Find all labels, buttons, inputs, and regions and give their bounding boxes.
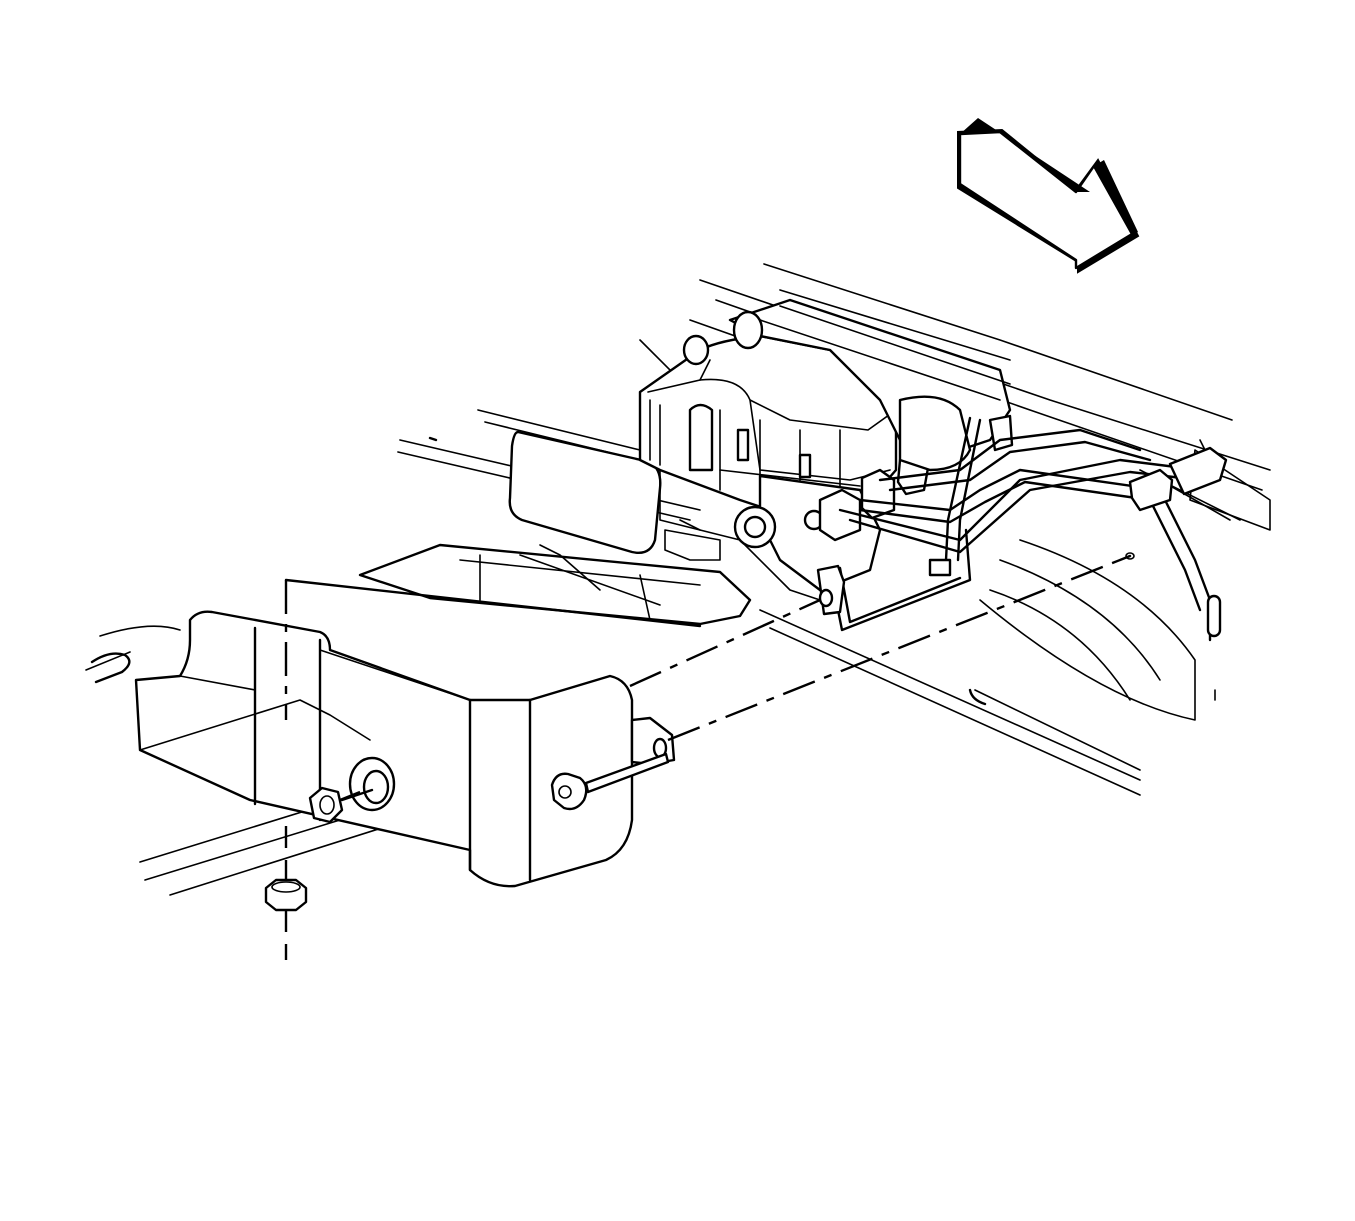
- direction-arrow-icon: [957, 118, 1140, 274]
- crossmember: [358, 529, 752, 626]
- master-cylinder: [682, 298, 1014, 472]
- lower-nut: [264, 878, 308, 912]
- alignment-lines: [284, 552, 1135, 960]
- brake-lines: [838, 416, 1228, 642]
- bolt: [550, 752, 670, 811]
- nut: [308, 786, 374, 824]
- shield: [134, 610, 676, 888]
- mounting-bracket: [816, 528, 972, 632]
